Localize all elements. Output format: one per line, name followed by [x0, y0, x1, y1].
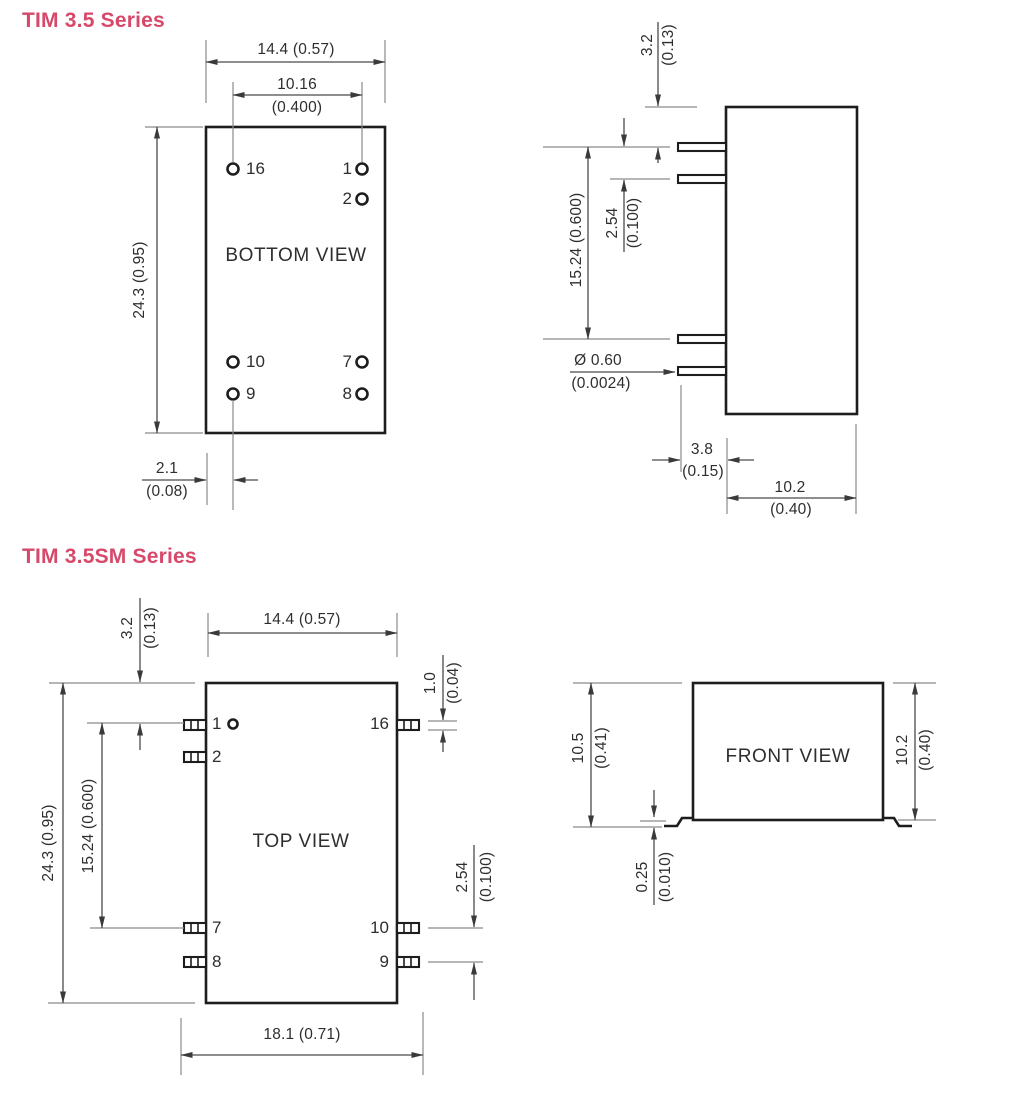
dim-total-height-mm: 10.5	[570, 732, 587, 764]
side-view-body-outline	[724, 105, 859, 416]
dim-standoff-in: (0.010)	[657, 851, 674, 903]
pin-hole-8	[355, 387, 369, 401]
pad-left-8	[182, 955, 208, 969]
pad-right-9	[395, 955, 421, 969]
dim-body-height-in: (0.40)	[917, 729, 934, 771]
pad-right-16	[395, 718, 421, 732]
dim-body-depth-in: (0.40)	[770, 501, 812, 518]
top-view-body-outline	[204, 681, 399, 1005]
pin-hole-1	[355, 162, 369, 176]
pin-label-1: 1	[212, 714, 222, 733]
front-view-label: FRONT VIEW	[725, 746, 851, 767]
pin-label-9: 9	[379, 952, 389, 971]
dim-pin-span-in: (0.400)	[271, 99, 323, 116]
pin-label-7: 7	[342, 352, 352, 371]
pin-label-8: 8	[212, 952, 222, 971]
dim-pin-pitch-in: (0.100)	[625, 197, 642, 249]
dim-body-height-mm: 10.2	[894, 734, 911, 766]
section2-title: TIM 3.5SM Series	[22, 545, 197, 568]
dim-pin-span-mm: 10.16	[277, 76, 317, 93]
dim-body-depth-mm: 10.2	[774, 479, 806, 496]
dim-row-span-label: 15.24 (0.600)	[80, 778, 97, 874]
pin1-marker-dot	[227, 718, 239, 730]
dim-total-height-in: (0.41)	[593, 727, 610, 769]
pin-label-1: 1	[342, 159, 352, 178]
pad-left-1	[182, 718, 208, 732]
dim-pin-pitch-mm: 2.54	[604, 207, 621, 239]
dim-body-width-label: 14.4 (0.57)	[263, 611, 341, 628]
dim-pin-length-mm: 3.8	[690, 441, 714, 458]
front-lead-left	[664, 816, 693, 828]
pad-left-2	[182, 750, 208, 764]
pin-label-8: 8	[342, 384, 352, 403]
pin-hole-2	[355, 192, 369, 206]
bottom-view-label: BOTTOM VIEW	[225, 245, 367, 266]
pin-label-10: 10	[246, 352, 265, 371]
dim-edge-offset-mm: 2.1	[155, 460, 179, 477]
dim-edge-offset-in: (0.08)	[146, 483, 188, 500]
pin-hole-7	[355, 355, 369, 369]
dim-pin-length-in: (0.15)	[682, 463, 724, 480]
pin-label-16: 16	[246, 159, 265, 178]
dim-pin-pitch-mm: 2.54	[454, 861, 471, 893]
pin-label-10: 10	[370, 918, 389, 937]
dim-top-to-pin-in: (0.13)	[142, 607, 159, 649]
dim-pin-diameter-mm: Ø 0.60	[574, 352, 622, 369]
pin-label-2: 2	[342, 189, 352, 208]
pin-hole-16	[226, 162, 240, 176]
dim-row-span-label: 15.24 (0.600)	[568, 192, 585, 288]
bottom-view-body-outline	[204, 125, 387, 435]
side-pin-2	[676, 173, 728, 185]
side-pin-4	[676, 365, 728, 377]
dim-top-to-pin-in: (0.13)	[660, 24, 677, 66]
pad-right-10	[395, 921, 421, 935]
front-lead-right	[883, 816, 912, 828]
pin-label-2: 2	[212, 747, 222, 766]
dim-pad-thickness-mm: 1.0	[422, 671, 439, 695]
top-view-label: TOP VIEW	[252, 831, 350, 852]
pin-hole-9	[226, 387, 240, 401]
dim-pin-pitch-in: (0.100)	[478, 851, 495, 903]
dim-top-to-pin-mm: 3.2	[639, 33, 656, 57]
side-pin-3	[676, 333, 728, 345]
dim-overall-width-label: 18.1 (0.71)	[263, 1026, 341, 1043]
pad-left-7	[182, 921, 208, 935]
side-pin-1	[676, 141, 728, 153]
pin-label-7: 7	[212, 918, 222, 937]
dim-body-height-label: 24.3 (0.95)	[40, 804, 57, 882]
dim-top-to-pin-mm: 3.2	[119, 616, 136, 640]
pin-hole-10	[226, 355, 240, 369]
pin-label-16: 16	[370, 714, 389, 733]
dim-pin-diameter-in: (0.0024)	[571, 375, 631, 392]
section1-title: TIM 3.5 Series	[22, 9, 165, 32]
front-view-body-outline	[691, 681, 885, 822]
pin-label-9: 9	[246, 384, 256, 403]
dim-body-height-label: 24.3 (0.95)	[131, 241, 148, 319]
dim-standoff-mm: 0.25	[634, 861, 651, 893]
dim-pad-thickness-in: (0.04)	[445, 662, 462, 704]
dim-body-width-label: 14.4 (0.57)	[257, 41, 335, 58]
